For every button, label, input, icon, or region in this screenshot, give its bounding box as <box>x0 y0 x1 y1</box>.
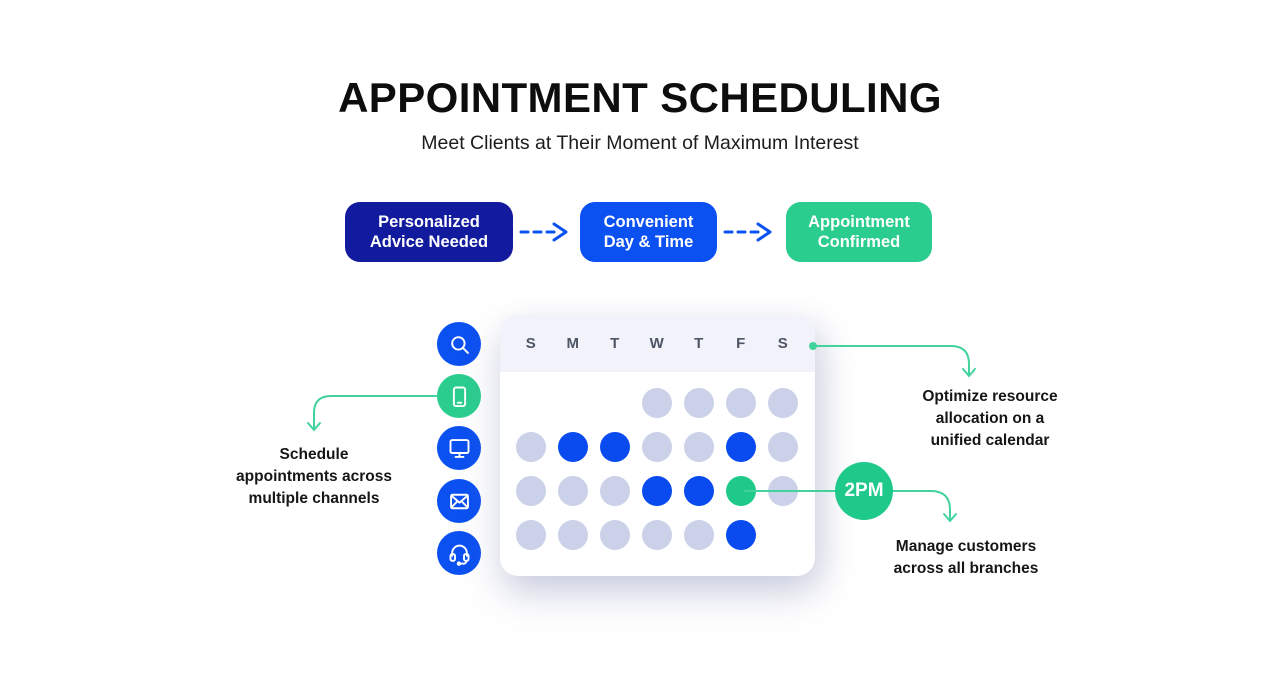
blue-day-dot <box>726 520 756 550</box>
light-day-dot <box>684 520 714 550</box>
time-badge: 2PM <box>835 462 893 520</box>
light-day-dot <box>516 476 546 506</box>
light-day-dot <box>600 476 630 506</box>
headset-icon <box>437 531 481 575</box>
connector-line-channels <box>313 395 438 430</box>
light-day-dot <box>684 388 714 418</box>
light-day-dot <box>642 520 672 550</box>
empty-day-cell <box>516 388 546 418</box>
flow-step-personalized-advice: Personalized Advice Needed <box>345 202 513 262</box>
blue-day-dot <box>726 432 756 462</box>
light-day-dot <box>684 432 714 462</box>
light-day-dot <box>642 432 672 462</box>
desktop-monitor-icon <box>437 426 481 470</box>
light-day-dot <box>642 388 672 418</box>
empty-day-cell <box>768 520 798 550</box>
connector-line-resources <box>812 345 970 376</box>
flow-arrow-1-head <box>552 222 568 242</box>
search-icon <box>437 322 481 366</box>
mobile-phone-icon <box>437 374 481 418</box>
page-title: APPOINTMENT SCHEDULING <box>338 74 942 121</box>
connector-arrowhead-channels <box>307 422 321 432</box>
light-day-dot <box>600 520 630 550</box>
light-day-dot <box>516 520 546 550</box>
flow-step-convenient-day-time: Convenient Day & Time <box>580 202 717 262</box>
connector-arrowhead-branches <box>943 513 957 523</box>
email-icon <box>437 479 481 523</box>
empty-day-cell <box>558 388 588 418</box>
light-day-dot <box>768 432 798 462</box>
blue-day-dot <box>684 476 714 506</box>
blue-day-dot <box>642 476 672 506</box>
day-label: T <box>610 335 620 352</box>
light-day-dot <box>768 388 798 418</box>
day-label: T <box>694 335 704 352</box>
flow-step-appointment-confirmed: Appointment Confirmed <box>786 202 932 262</box>
light-day-dot <box>768 476 798 506</box>
note-schedule-channels: Schedule appointments across multiple ch… <box>236 446 392 507</box>
green-day-dot <box>726 476 756 506</box>
page-subtitle: Meet Clients at Their Moment of Maximum … <box>421 132 859 154</box>
blue-day-dot <box>558 432 588 462</box>
light-day-dot <box>558 476 588 506</box>
light-day-dot <box>516 432 546 462</box>
connector-line-branches <box>892 490 951 521</box>
calendar-day-grid <box>510 381 804 557</box>
flow-arrow-2-head <box>756 222 772 242</box>
day-label: W <box>649 335 665 352</box>
day-label: S <box>777 335 789 352</box>
empty-day-cell <box>600 388 630 418</box>
light-day-dot <box>558 520 588 550</box>
light-day-dot <box>726 388 756 418</box>
day-label: M <box>566 335 580 352</box>
note-manage-branches: Manage customers across all branches <box>893 538 1039 577</box>
day-label: S <box>525 335 537 352</box>
blue-day-dot <box>600 432 630 462</box>
day-label: F <box>736 335 746 352</box>
note-optimize-resources: Optimize resource allocation on a unifie… <box>922 388 1058 449</box>
connector-arrowhead-resources <box>962 368 976 378</box>
